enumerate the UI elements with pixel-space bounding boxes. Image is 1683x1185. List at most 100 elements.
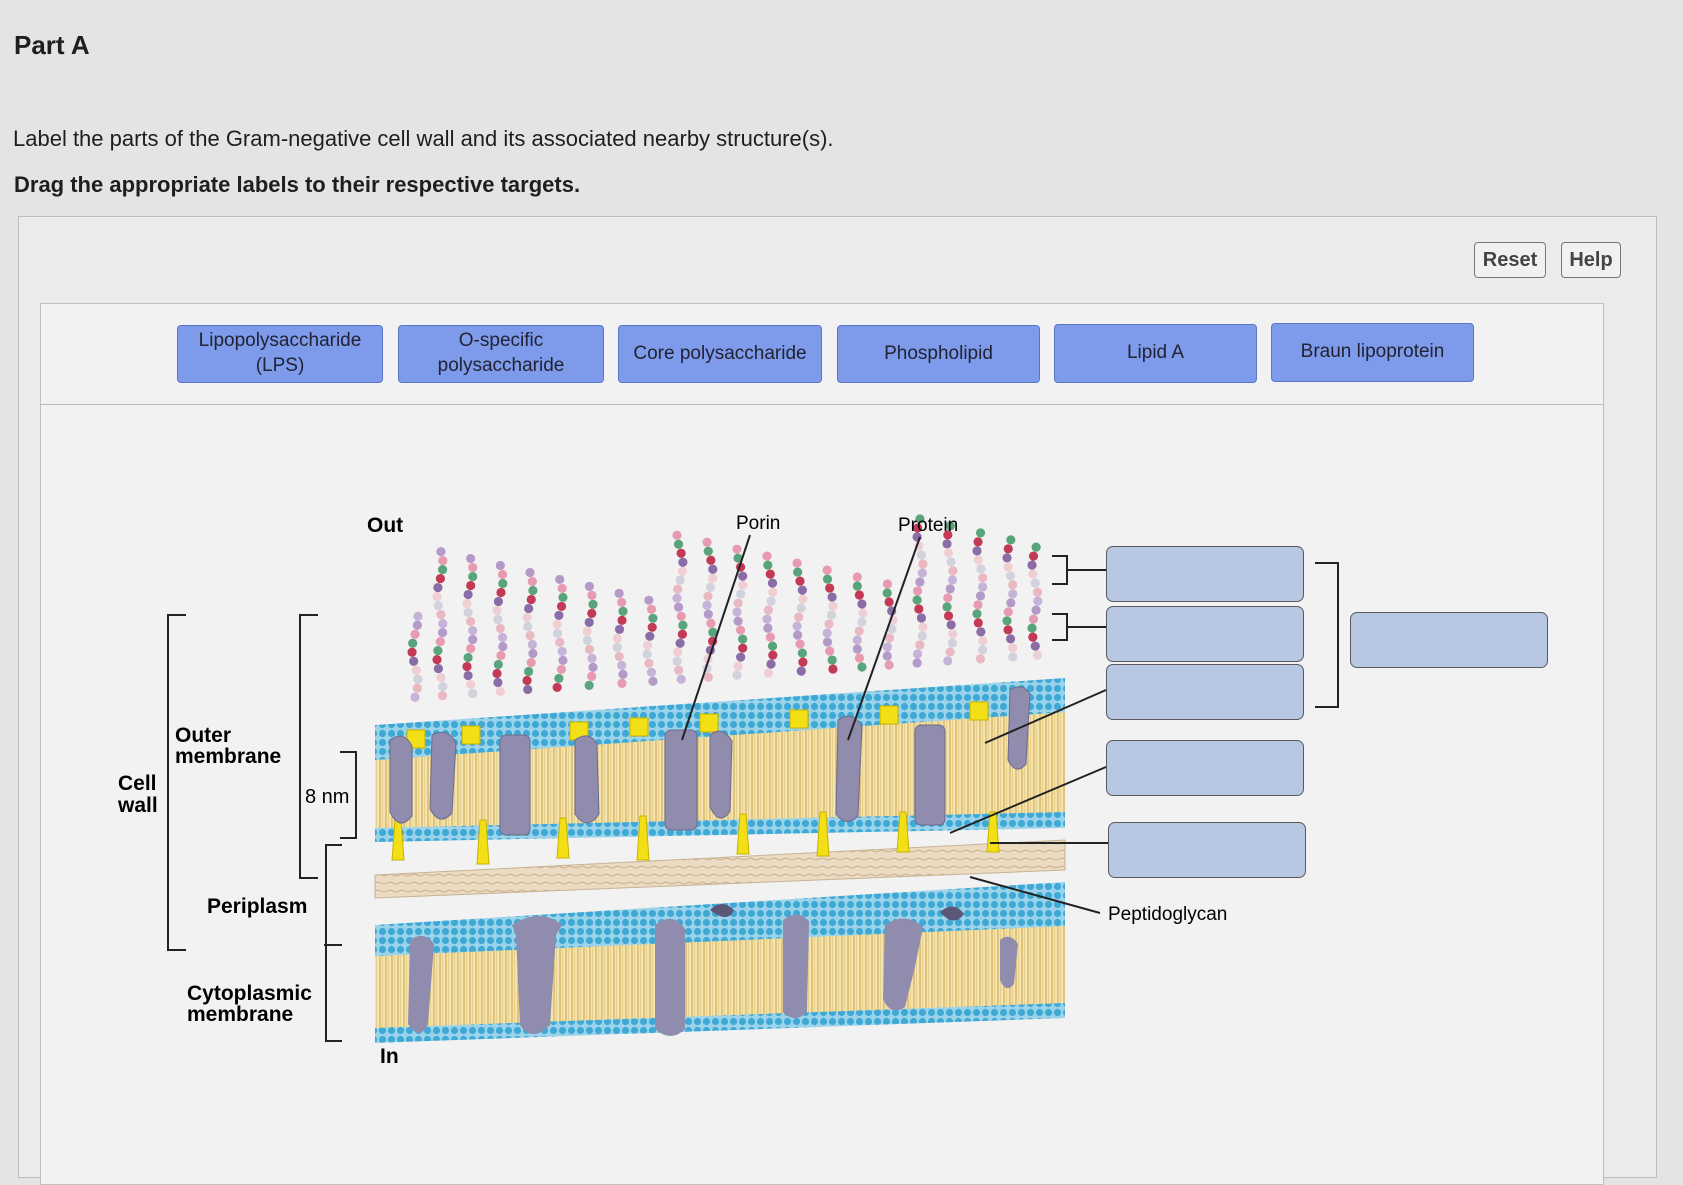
sugar-residue <box>973 537 983 547</box>
sugar-residue <box>435 573 445 584</box>
target-leaders <box>949 555 1339 914</box>
sugar-residue <box>437 690 448 701</box>
sugar-residue <box>436 672 446 683</box>
sugar-residue <box>765 569 775 579</box>
porin-label: Porin <box>736 513 780 534</box>
label-tile-braun-lipoprotein[interactable]: Braun lipoprotein <box>1271 323 1474 382</box>
sugar-residue <box>1028 569 1038 579</box>
leader-target-4 <box>949 766 1107 834</box>
sugar-residue <box>524 603 534 614</box>
sugar-residue <box>468 625 478 636</box>
instruction-bold-text: Drag the appropriate labels to their res… <box>14 172 581 197</box>
sugar-residue <box>612 642 622 652</box>
sugar-residue <box>763 623 773 633</box>
sugar-residue <box>433 600 443 611</box>
sugar-residue <box>972 546 982 556</box>
sugar-residue <box>648 676 658 686</box>
label-tile-lipid-a[interactable]: Lipid A <box>1054 324 1257 383</box>
sugar-residue <box>705 582 716 592</box>
sugar-residue <box>795 639 805 649</box>
sugar-residue <box>558 592 568 603</box>
label-tile-lps[interactable]: Lipopolysaccharide(LPS) <box>177 325 383 383</box>
sugar-residue <box>672 656 682 666</box>
sugar-residue <box>973 555 983 565</box>
lps-bracket <box>1315 562 1339 708</box>
sugar-residue <box>854 626 864 636</box>
drop-target-5[interactable] <box>1108 822 1306 878</box>
sugar-residue <box>492 605 502 616</box>
sugar-residue <box>858 608 868 618</box>
sugar-residue <box>617 678 627 688</box>
drop-target-2[interactable] <box>1106 606 1304 662</box>
sugar-residue <box>527 639 537 650</box>
label-tile-core-polysaccharide[interactable]: Core polysaccharide <box>618 325 822 383</box>
sugar-residue <box>463 607 473 618</box>
sugar-residue <box>912 595 922 605</box>
sugar-residue <box>733 616 743 626</box>
sugar-residue <box>1032 587 1043 597</box>
sugar-residue <box>732 607 742 617</box>
sugar-residue <box>976 627 986 637</box>
sugar-residue <box>948 566 958 576</box>
sugar-residue <box>1003 625 1013 635</box>
sugar-residue <box>738 634 748 644</box>
sugar-residue <box>437 627 448 638</box>
in-label: In <box>380 1045 399 1068</box>
reset-button[interactable]: Reset <box>1474 242 1546 278</box>
sugar-residue <box>736 625 746 635</box>
sugar-residue <box>463 652 473 663</box>
sugar-residue <box>676 611 686 621</box>
drop-target-4[interactable] <box>1106 740 1304 796</box>
sugar-residue <box>466 553 476 564</box>
sugar-residue <box>706 618 716 628</box>
sugar-residue <box>676 548 686 558</box>
sugar-residue <box>433 582 443 593</box>
sugar-residue <box>493 659 503 670</box>
sugar-residue <box>466 643 476 654</box>
sugar-residue <box>495 560 505 571</box>
tile-text: Phospholipid <box>884 342 993 364</box>
thickness-bracket <box>340 751 357 839</box>
sugar-residue <box>945 647 955 657</box>
help-button[interactable]: Help <box>1561 242 1621 278</box>
sugar-residue <box>588 599 598 609</box>
sugar-residue <box>1002 553 1012 563</box>
sugar-residue <box>948 629 958 639</box>
sugar-residue <box>557 583 567 594</box>
tile-text: (LPS) <box>255 355 305 376</box>
peptidoglycan-layer <box>374 839 1066 899</box>
sugar-residue <box>738 643 748 653</box>
sugar-residue <box>708 564 718 574</box>
sugar-residue <box>1003 562 1013 572</box>
sugar-residue <box>913 523 923 533</box>
sugar-residue <box>556 601 567 612</box>
sugar-residue <box>645 631 655 641</box>
label-tile-phospholipid[interactable]: Phospholipid <box>837 325 1040 383</box>
sugar-residue <box>738 580 748 590</box>
sugar-residue <box>468 634 478 645</box>
sugar-residue <box>854 590 864 600</box>
sugar-residue <box>554 673 564 684</box>
sugar-residue <box>642 640 653 650</box>
sugar-residue <box>972 609 982 619</box>
sugar-residue <box>462 598 472 609</box>
sugar-residue <box>584 581 595 591</box>
drop-target-1[interactable] <box>1106 546 1304 602</box>
drop-target-3[interactable] <box>1106 664 1304 720</box>
sugar-residue <box>1028 632 1038 642</box>
sugar-residue <box>463 670 473 681</box>
drop-target-lps[interactable] <box>1350 612 1548 668</box>
sugar-residue <box>1006 535 1016 545</box>
sugar-residue <box>614 588 624 598</box>
sugar-residue <box>584 617 594 627</box>
sugar-residue <box>736 652 746 662</box>
sugar-residue <box>797 585 807 595</box>
sugar-residue <box>828 601 838 611</box>
sugar-residue <box>793 630 803 640</box>
cytoplasmic-membrane-label: membrane <box>187 1003 293 1026</box>
sugar-residue <box>412 683 422 693</box>
outer-membrane-label: membrane <box>175 745 281 768</box>
